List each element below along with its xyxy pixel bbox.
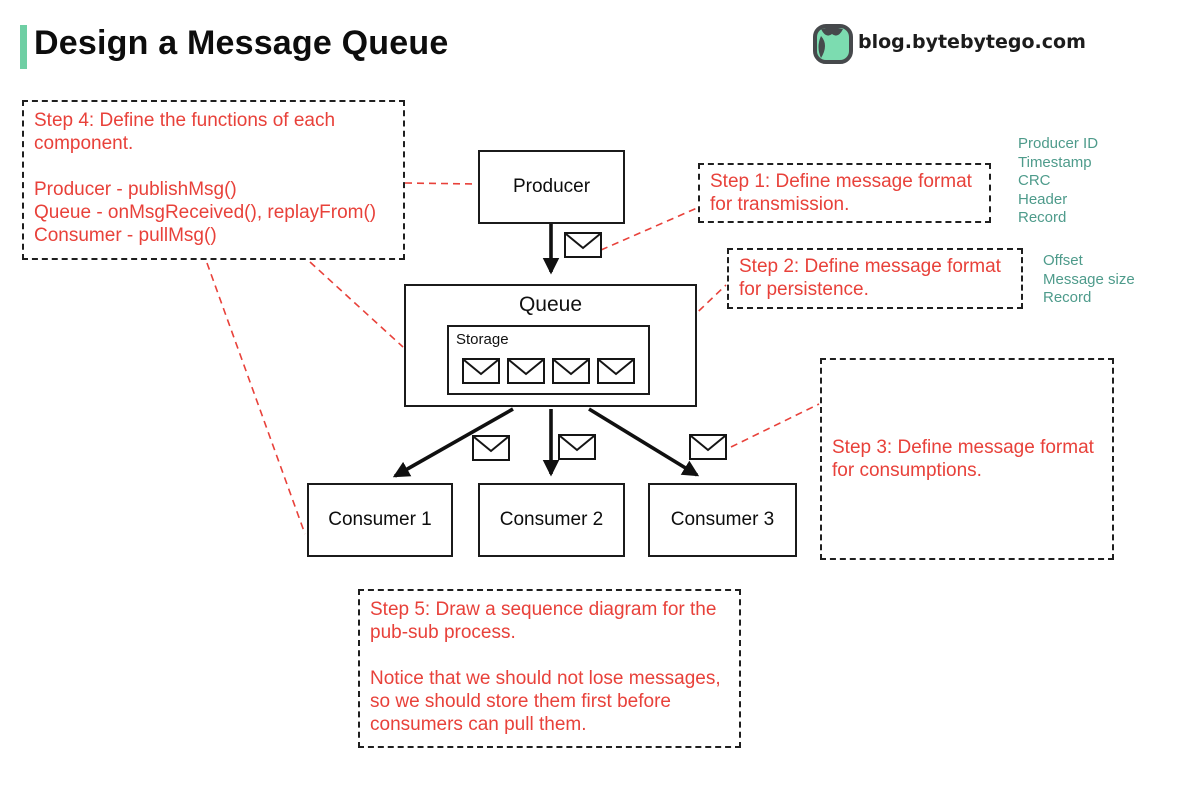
field-item: Message size	[1043, 270, 1135, 288]
message-envelope-icon	[472, 435, 510, 461]
producer-node: Producer	[478, 150, 625, 224]
field-item: Header	[1018, 190, 1068, 208]
consumer-2-node: Consumer 2	[478, 483, 625, 557]
queue-label: Queue	[518, 293, 583, 316]
producer-label: Producer	[512, 176, 591, 197]
title-accent-bar	[20, 25, 27, 69]
message-envelope-icon	[597, 358, 635, 384]
consumer-3-label: Consumer 3	[670, 509, 775, 530]
consumer-3-node: Consumer 3	[648, 483, 797, 557]
message-envelope-icon	[462, 358, 500, 384]
page-title: Design a Message Queue	[34, 24, 449, 62]
step2-annotation: Step 2: Define message format for persis…	[727, 248, 1023, 309]
consumer-1-node: Consumer 1	[307, 483, 453, 557]
field-item: Producer ID	[1018, 135, 1099, 152]
field-item: CRC	[1018, 172, 1051, 189]
transmission-message-fields: Producer ID Timestamp CRC Header Record	[1018, 135, 1098, 228]
arrow-queue-to-consumer-1	[392, 407, 514, 478]
step3-annotation: Step 3: Define message format for consum…	[820, 358, 1114, 560]
storage-container: Storage	[447, 325, 650, 395]
message-envelope-icon	[689, 434, 727, 460]
field-item: Record	[1043, 289, 1092, 306]
step5-annotation: Step 5: Draw a sequence diagram for the …	[358, 589, 741, 748]
step1-annotation: Step 1: Define message format for transm…	[698, 163, 991, 223]
message-envelope-icon	[558, 434, 596, 460]
step4-annotation: Step 4: Define the functions of each com…	[22, 100, 405, 260]
persistence-message-fields: Offset Message size Record	[1043, 252, 1135, 308]
site-url: blog.bytebytego.com	[858, 31, 1086, 53]
queue-node: Queue Storage	[404, 284, 697, 407]
connector-step4-to-consumer-1	[206, 262, 306, 535]
bytebytego-logo-icon	[813, 24, 853, 64]
message-envelope-icon	[564, 232, 602, 258]
storage-label: Storage	[456, 331, 509, 348]
stored-messages	[462, 358, 635, 384]
connector-envelope-to-step1	[600, 207, 698, 251]
arrow-queue-to-consumer-3	[588, 407, 700, 477]
field-item: Offset	[1043, 252, 1083, 269]
consumer-1-label: Consumer 1	[328, 509, 432, 530]
message-envelope-icon	[552, 358, 590, 384]
message-envelope-icon	[507, 358, 545, 384]
connector-step4-to-producer	[404, 182, 478, 185]
connector-step4-to-queue	[309, 261, 404, 348]
connector-envelope-to-step3	[730, 403, 820, 448]
field-item: Timestamp	[1018, 153, 1092, 171]
field-item: Record	[1018, 209, 1067, 226]
consumer-2-label: Consumer 2	[499, 509, 604, 530]
